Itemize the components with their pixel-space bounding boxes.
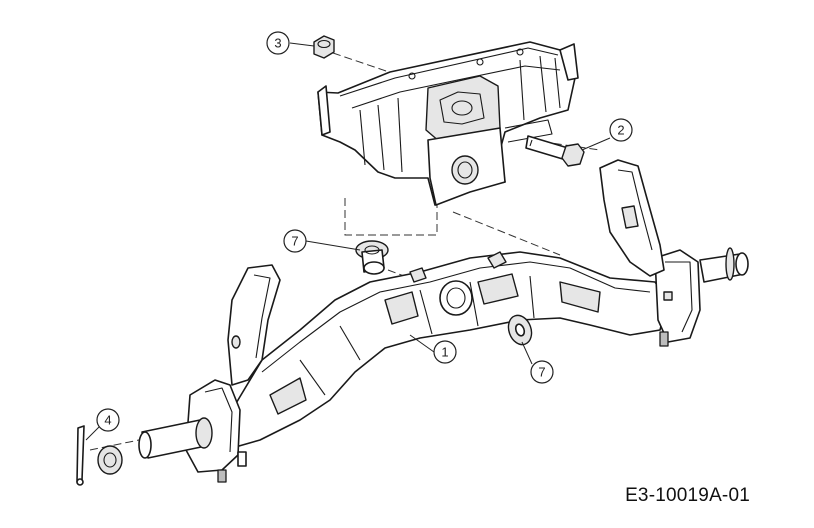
drawing-code-label: E3-10019A-01: [625, 485, 750, 506]
callout-label: 1: [441, 345, 448, 360]
callout-7-washer: 7: [530, 360, 554, 384]
callout-1: 1: [433, 340, 457, 364]
callout-label: 7: [538, 365, 545, 380]
callout-label: 4: [104, 413, 111, 428]
hex-nut-part: [313, 35, 335, 59]
callout-3: 3: [266, 31, 290, 55]
callout-7-bushing: 7: [283, 229, 307, 253]
leader-lines: [85, 42, 611, 441]
callout-4: 4: [96, 408, 120, 432]
callout-2: 2: [609, 118, 633, 142]
hub-cap-part: [97, 445, 123, 475]
hex-bolt-part: [525, 135, 585, 167]
washer-part: [507, 314, 533, 346]
callout-label: 3: [274, 36, 281, 51]
cotter-pin-part: [76, 425, 85, 486]
front-axle-part: [138, 159, 749, 483]
flange-bushing-part: [355, 240, 389, 275]
axle-mounting-bracket: [317, 41, 579, 206]
callout-label: 2: [617, 123, 624, 138]
callout-label: 7: [291, 234, 298, 249]
